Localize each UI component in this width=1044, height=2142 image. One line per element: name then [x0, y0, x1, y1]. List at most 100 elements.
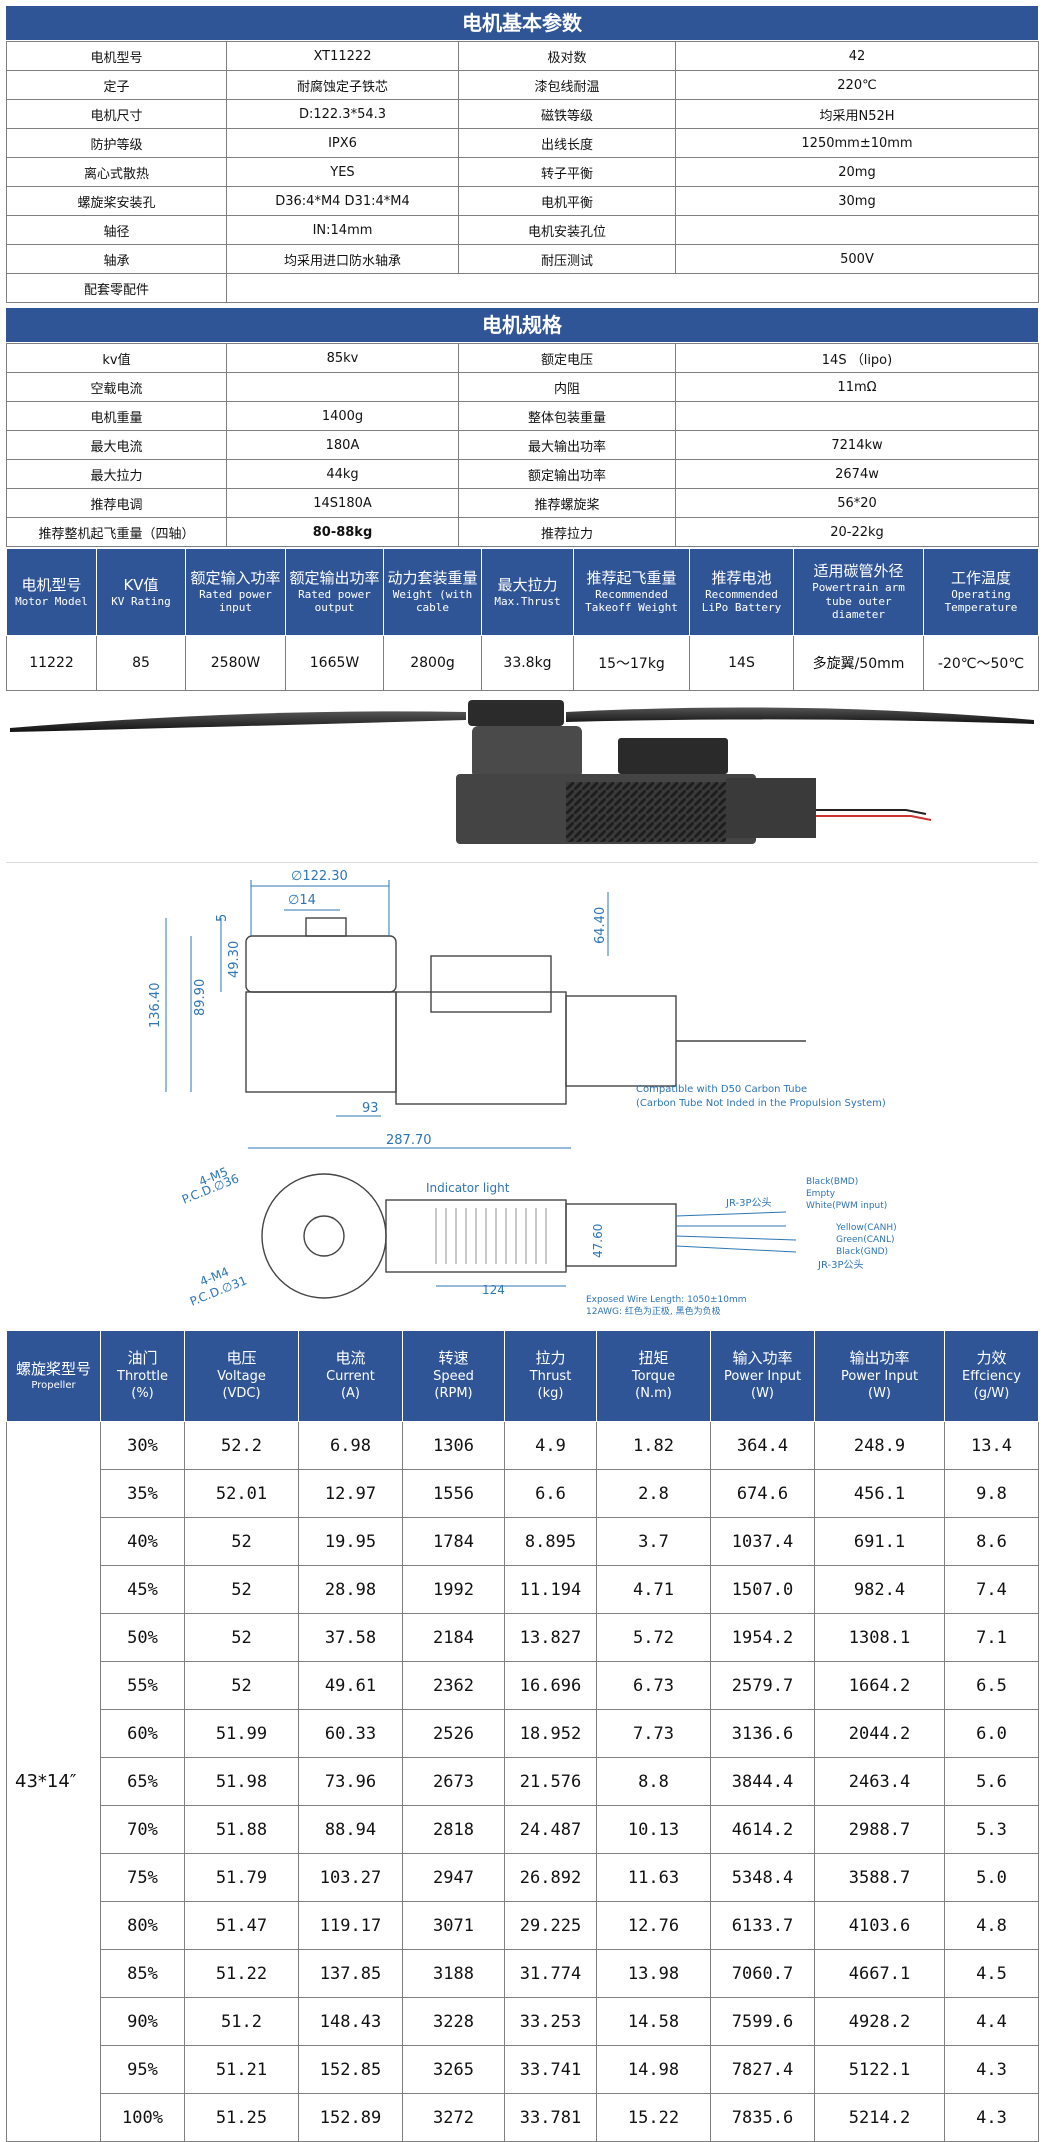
perf-header-cn: 螺旋桨型号	[15, 1359, 91, 1378]
perf-cell: 12.76	[596, 1901, 711, 1950]
spec-cell: 2674w	[675, 459, 1039, 489]
basic-cell: 均采用进口防水轴承	[226, 244, 459, 274]
spec-cell	[226, 372, 459, 402]
perf-header-cn: 转速	[438, 1349, 469, 1368]
perf-header-cn: 扭矩	[638, 1349, 669, 1368]
summary-header-en: Max.Thrust	[494, 594, 561, 608]
summary-cell: 2800g	[383, 635, 482, 691]
summary-header-cn: 工作温度	[950, 568, 1011, 587]
spec-cell: kv值	[6, 343, 227, 373]
spec-cell: 空载电流	[6, 372, 227, 402]
tube-note-2: (Carbon Tube Not Inded in the Propulsion…	[636, 1098, 886, 1109]
spec-cell: 14S180A	[226, 488, 459, 518]
perf-cell: 33.253	[504, 1997, 597, 2046]
wire-yellow: Yellow(CANH)	[835, 1223, 897, 1233]
summary-header-cn: 推荐电池	[711, 568, 772, 587]
basic-cell: 漆包线耐温	[458, 70, 676, 100]
perf-cell: 50%	[100, 1613, 185, 1662]
spec-cell: 56*20	[675, 488, 1039, 518]
spec-cell: 额定输出功率	[458, 459, 676, 489]
dim-d122: ∅122.30	[291, 869, 348, 884]
summary-cell: 11222	[6, 635, 97, 691]
perf-cell: 37.58	[298, 1613, 403, 1662]
perf-cell: 2988.7	[814, 1805, 945, 1854]
dim-8990: 89.90	[193, 979, 208, 1016]
perf-cell: 14.98	[596, 2045, 711, 2094]
basic-cell: 500V	[675, 244, 1039, 274]
basic-cell: 极对数	[458, 41, 676, 71]
spec-cell: 14S （lipo)	[675, 343, 1039, 373]
perf-cell: 60.33	[298, 1709, 403, 1758]
perf-cell: 30%	[100, 1421, 185, 1470]
basic-cell: 螺旋桨安装孔	[6, 186, 227, 216]
basic-cell: 定子	[6, 70, 227, 100]
spec-cell: 最大拉力	[6, 459, 227, 489]
summary-header-cn: 推荐起飞重量	[586, 568, 677, 587]
perf-cell: 51.47	[184, 1901, 299, 1950]
perf-cell: 13.827	[504, 1613, 597, 1662]
summary-cell: 多旋翼/50mm	[793, 635, 924, 691]
dim-6440: 64.40	[593, 907, 608, 944]
perf-cell: 52	[184, 1613, 299, 1662]
basic-cell: 耐压测试	[458, 244, 676, 274]
basic-cell: 均采用N52H	[675, 99, 1039, 129]
summary-cell: 14S	[689, 635, 794, 691]
summary-cell: 33.8kg	[481, 635, 574, 691]
summary-header-en: Rated power input	[199, 587, 272, 615]
perf-cell: 3.7	[596, 1517, 711, 1566]
basic-cell: 电机平衡	[458, 186, 676, 216]
basic-cell: YES	[226, 157, 459, 187]
perf-header-en: Throttle	[117, 1368, 168, 1384]
dim-4930: 49.30	[227, 941, 242, 978]
perf-cell: 49.61	[298, 1661, 403, 1710]
perf-cell: 51.99	[184, 1709, 299, 1758]
perf-cell: 674.6	[710, 1469, 815, 1518]
perf-cell: 8.895	[504, 1517, 597, 1566]
perf-cell: 14.58	[596, 1997, 711, 2046]
side-view	[245, 917, 806, 1105]
top-heatsink	[435, 1208, 547, 1264]
perf-header-unit: (g/W)	[973, 1385, 1010, 1401]
perf-cell: 2526	[402, 1709, 505, 1758]
perf-cell: 51.21	[184, 2045, 299, 2094]
perf-cell: 1556	[402, 1469, 505, 1518]
indicator-light-label: Indicator light	[426, 1181, 510, 1195]
perf-cell: 119.17	[298, 1901, 403, 1950]
perf-cell: 29.225	[504, 1901, 597, 1950]
spec-cell: 内阻	[458, 372, 676, 402]
perf-cell: 4.9	[504, 1421, 597, 1470]
perf-header-unit: (N.m)	[635, 1385, 672, 1401]
cable	[816, 809, 927, 815]
perf-cell: 33.741	[504, 2045, 597, 2094]
basic-cell: 耐腐蚀定子铁芯	[226, 70, 459, 100]
motor-photo	[6, 700, 1038, 863]
perf-header-cn: 力效	[976, 1349, 1007, 1368]
perf-cell: 1992	[402, 1565, 505, 1614]
perf-cell: 51.88	[184, 1805, 299, 1854]
perf-cell: 52	[184, 1661, 299, 1710]
perf-cell: 51.79	[184, 1853, 299, 1902]
perf-header-en: Current	[326, 1368, 375, 1384]
basic-cell: 1250mm±10mm	[675, 128, 1039, 158]
perf-cell: 52	[184, 1517, 299, 1566]
perf-cell: 51.98	[184, 1757, 299, 1806]
perf-cell: 65%	[100, 1757, 185, 1806]
perf-header-cn: 输出功率	[849, 1349, 910, 1368]
perf-cell: 691.1	[814, 1517, 945, 1566]
perf-cell: 11.194	[504, 1565, 597, 1614]
